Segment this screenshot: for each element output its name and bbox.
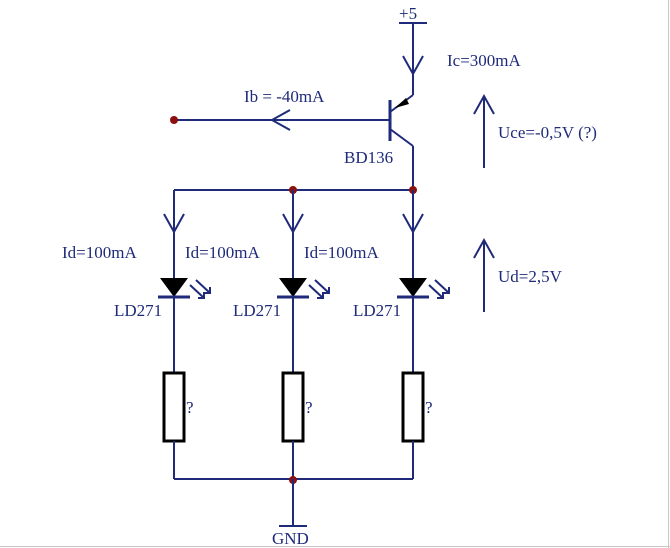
ib-label: Ib = -40mA (244, 87, 325, 106)
branch-1-resistor (162, 371, 186, 443)
supply-label: +5 (399, 4, 417, 23)
branch-2-emit-ray-1 (308, 284, 324, 299)
uce-label: Uce=-0,5V (?) (498, 123, 597, 142)
transistor-arrow (395, 98, 409, 108)
led-branch-1 (158, 190, 211, 479)
uce-arrow-head (473, 93, 495, 115)
transistor-label: BD136 (344, 148, 393, 167)
branch-1-current-arrow (163, 213, 185, 235)
branch-2-emit-ray-2 (314, 279, 330, 294)
branch-1-emit-ray-1 (189, 284, 205, 299)
branch-1-current-label: Id=100mA (62, 243, 137, 262)
branch-3-current-label: Id=100mA (304, 243, 379, 262)
ground-label: GND (272, 529, 309, 548)
led-branch-3 (397, 190, 450, 479)
led-branch-2 (277, 190, 330, 479)
branch-2-led-label: LD271 (233, 301, 281, 320)
ic-label: Ic=300mA (447, 51, 522, 70)
branch-3-emit-ray-2 (434, 279, 450, 294)
branch-2-current-arrow (282, 213, 304, 235)
transistor-collector (389, 128, 414, 147)
branch-3-resistor-label: ? (425, 398, 433, 417)
branch-3-led (399, 278, 427, 297)
branch-3-led-label: LD271 (353, 301, 401, 320)
ib-arrow (269, 109, 291, 131)
branch-1-resistor-label: ? (186, 398, 194, 417)
branch-2-resistor-label: ? (305, 398, 313, 417)
branch-2-emit-tip-2 (323, 287, 330, 294)
branch-2-current-label: Id=100mA (185, 243, 260, 262)
branch-1-led (160, 278, 188, 297)
transistor-bd136 (388, 94, 414, 190)
ud-label: Ud=2,5V (498, 267, 563, 286)
branch-3-current-arrow (402, 213, 424, 235)
branch-1-emit-tip-2 (204, 287, 211, 294)
branch-1-led-label: LD271 (114, 301, 162, 320)
branch-3-emit-ray-1 (428, 284, 444, 299)
ud-arrow-head (473, 237, 495, 259)
branch-3-resistor (401, 371, 425, 443)
branch-2-resistor (281, 371, 305, 443)
branch-2-led (279, 278, 307, 297)
branch-1-emit-ray-2 (195, 279, 211, 294)
base-terminal (170, 116, 178, 124)
branch-3-emit-tip-2 (443, 287, 450, 294)
ic-arrow (402, 55, 424, 77)
